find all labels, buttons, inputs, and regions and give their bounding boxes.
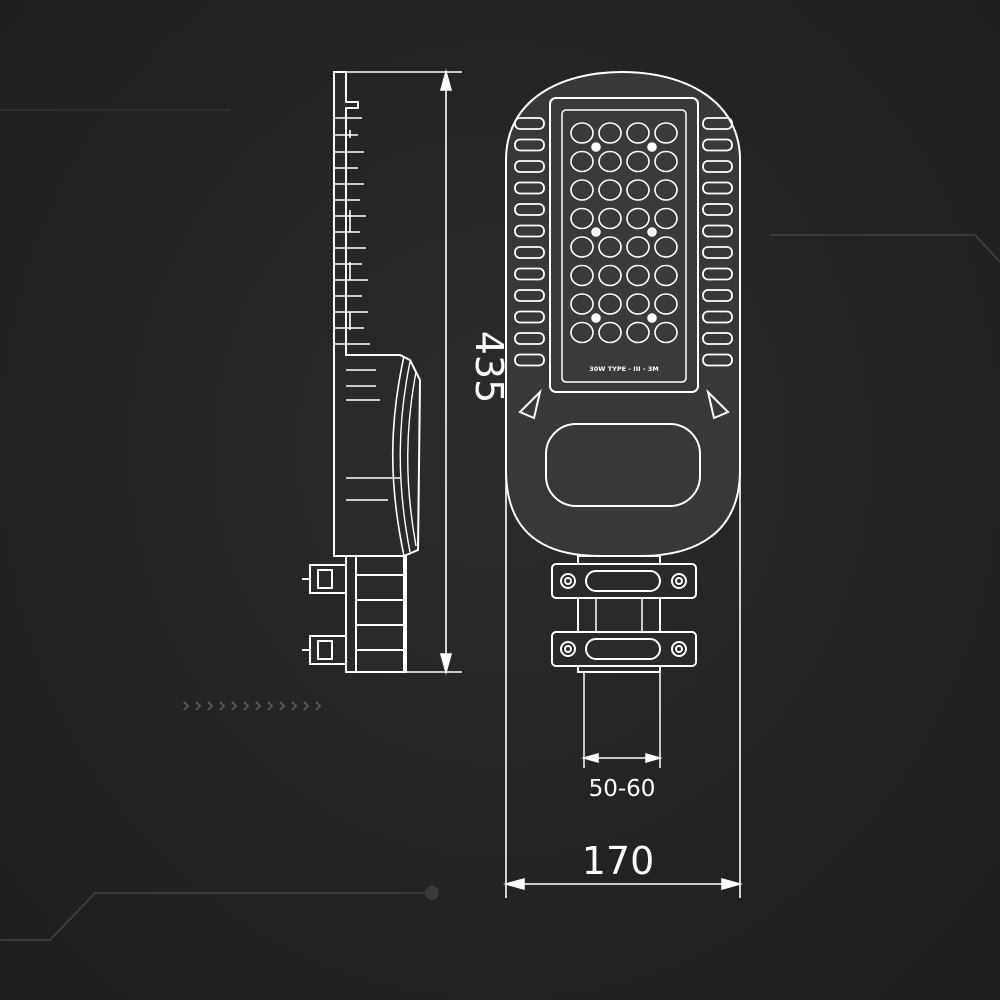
led-lens xyxy=(598,236,622,258)
vent-slot xyxy=(514,246,545,259)
led-lens xyxy=(654,179,678,201)
led-lens xyxy=(598,207,622,230)
panel-screw xyxy=(647,142,657,152)
side-view-body xyxy=(333,71,422,557)
vent-slot xyxy=(514,332,545,345)
led-lens xyxy=(570,122,594,144)
vent-slot xyxy=(702,138,733,152)
vent-slot xyxy=(514,224,545,238)
led-lens xyxy=(598,122,622,144)
led-lens xyxy=(626,179,650,201)
panel-screw xyxy=(647,313,657,323)
led-lens xyxy=(598,179,622,201)
led-lens xyxy=(626,321,650,344)
width-label: 170 xyxy=(582,839,655,883)
background-circuit-lines xyxy=(0,109,1000,941)
pole-diameter-label: 50-60 xyxy=(589,776,656,802)
led-lens xyxy=(598,264,622,287)
vent-slot xyxy=(514,353,545,367)
vent-slot xyxy=(514,117,545,130)
panel-screw xyxy=(591,142,601,152)
vent-slot xyxy=(514,289,545,302)
front-clamp xyxy=(551,555,697,673)
led-lens xyxy=(626,150,650,173)
led-lens xyxy=(570,236,594,258)
led-lens xyxy=(570,321,594,344)
vent-slot xyxy=(514,138,545,152)
vent-slot xyxy=(514,310,545,324)
vent-slot xyxy=(514,267,545,281)
vent-slot xyxy=(702,160,733,173)
led-lens xyxy=(626,293,650,315)
pole-dimension-line xyxy=(581,672,663,768)
vent-slot xyxy=(702,310,733,324)
led-lens xyxy=(570,179,594,201)
sensor-window xyxy=(545,423,701,507)
vent-slot xyxy=(702,332,733,345)
chevron-decoration xyxy=(183,701,322,711)
vent-slot xyxy=(514,203,545,216)
heat-sink-fins xyxy=(334,117,400,501)
vent-slot xyxy=(702,181,733,195)
led-lens xyxy=(626,236,650,258)
vent-slot xyxy=(702,224,733,238)
led-lens xyxy=(654,264,678,287)
led-lens xyxy=(570,207,594,230)
front-view: 30W TYPE - III - 3M xyxy=(505,70,741,673)
led-lens xyxy=(654,150,678,173)
width-dimension-line xyxy=(503,470,743,898)
vent-slot xyxy=(514,181,545,195)
side-view-clamp xyxy=(302,555,407,673)
led-lens xyxy=(654,207,678,230)
led-lens-grid xyxy=(570,122,678,344)
vent-slot xyxy=(702,117,733,130)
vent-slot xyxy=(702,203,733,216)
led-lens xyxy=(626,207,650,230)
height-dimension-line xyxy=(346,69,462,675)
led-panel xyxy=(549,97,699,393)
height-label: 435 xyxy=(467,331,511,404)
led-lens xyxy=(570,293,594,315)
led-lens xyxy=(654,293,678,315)
panel-screw xyxy=(647,227,657,237)
led-lens xyxy=(598,150,622,173)
led-lens xyxy=(570,264,594,287)
led-lens xyxy=(598,293,622,315)
led-lens xyxy=(570,150,594,173)
led-lens xyxy=(626,264,650,287)
lamp-model-label: 30W TYPE - III - 3M xyxy=(589,365,659,373)
led-lens xyxy=(654,236,678,258)
vent-slot xyxy=(702,353,733,367)
led-lens xyxy=(598,321,622,344)
vent-slots xyxy=(514,117,733,367)
vent-slot xyxy=(514,160,545,173)
vent-slot xyxy=(702,267,733,281)
panel-screw xyxy=(591,227,601,237)
vent-slot xyxy=(702,289,733,302)
led-lens xyxy=(626,122,650,144)
panel-screw xyxy=(591,313,601,323)
led-lens xyxy=(654,122,678,144)
led-lens xyxy=(654,321,678,344)
vent-slot xyxy=(702,246,733,259)
side-view xyxy=(302,71,422,673)
